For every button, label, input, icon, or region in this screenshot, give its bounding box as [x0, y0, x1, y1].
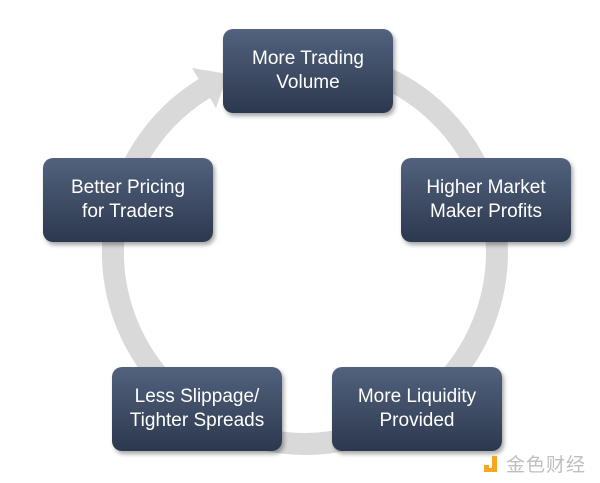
watermark-text: 金色财经: [506, 455, 587, 476]
arrowhead-icon: [192, 68, 228, 108]
node-better-pricing: Better Pricing for Traders: [43, 158, 213, 242]
node-text: Provided: [379, 410, 455, 431]
node-text: Less Slippage/: [134, 386, 260, 407]
node-less-slippage: Less Slippage/Tighter Spreads: [112, 367, 282, 451]
node-text: Tighter Spreads: [129, 410, 265, 431]
node-text: Higher Market: [426, 177, 546, 198]
node-text: Better Pricing: [70, 177, 186, 198]
watermark-logo-icon: [484, 455, 500, 472]
node-text: More Liquidity: [357, 386, 477, 407]
node-text: Volume: [276, 72, 340, 93]
node-text: Maker Profits: [430, 201, 542, 222]
node-text: More Trading: [252, 48, 364, 69]
node-text: for Traders: [82, 201, 174, 222]
watermark: 金色财经: [484, 450, 586, 477]
